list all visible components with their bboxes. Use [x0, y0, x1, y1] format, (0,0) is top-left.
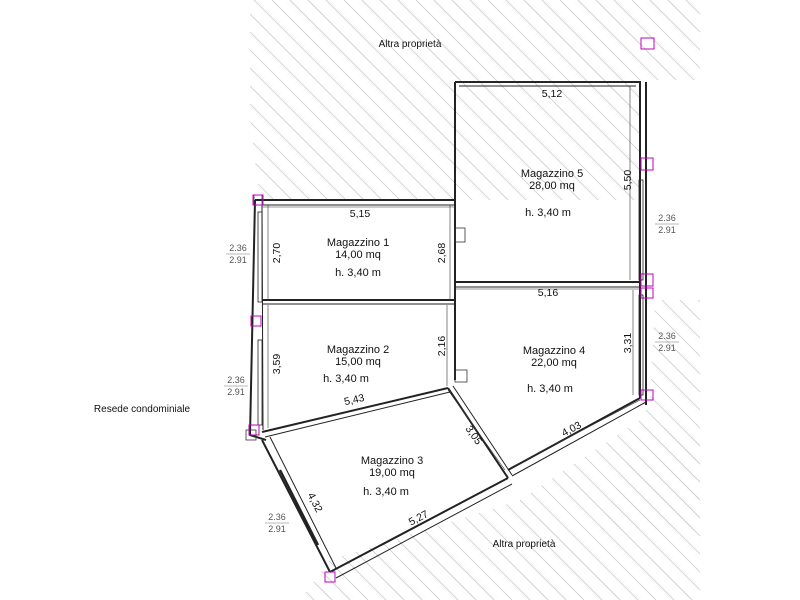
room-area: 14,00 mq	[335, 249, 381, 261]
window-top: 2.91	[658, 225, 676, 235]
dim-m1-width: 5,15	[350, 208, 371, 220]
dim-m1-depth-right: 2,68	[436, 243, 448, 264]
dim-m2-depth-right: 2,16	[436, 336, 448, 357]
room-height: h. 3,40 m	[335, 267, 381, 279]
dim-m5-depth: 5,50	[622, 170, 634, 191]
dim-m4-width: 5,16	[538, 287, 559, 299]
dim-m5-width: 5,12	[542, 88, 563, 100]
window-annotation: 2.36 2.91	[655, 213, 679, 235]
marker-squares	[248, 37, 655, 583]
label-bottom-property: Altra proprietà	[493, 539, 556, 550]
window-annotation: 2.36 2.91	[655, 331, 679, 353]
window-top: 2.91	[229, 255, 247, 265]
room-magazzino-2: Magazzino 2 15,00 mq h. 3,40 m	[323, 344, 389, 385]
window-annotation: 2.36 2.91	[226, 243, 250, 265]
window-annotation: 2.36 2.91	[265, 512, 289, 534]
dimension-labels: 5,12 5,50 5,15 2,70 2,68 5,16 3,31 3,59 …	[271, 88, 634, 528]
room-area: 19,00 mq	[369, 467, 415, 479]
window-sill: 2.36	[268, 512, 286, 522]
room-height: h. 3,40 m	[363, 486, 409, 498]
window-sill: 2.36	[658, 213, 676, 223]
room-name: Magazzino 4	[523, 345, 585, 357]
room-name: Magazzino 5	[521, 168, 583, 180]
window-top: 2.91	[268, 524, 286, 534]
room-area: 22,00 mq	[531, 357, 577, 369]
room-magazzino-1: Magazzino 1 14,00 mq h. 3,40 m	[327, 237, 389, 279]
surroundings-labels: Altra proprietà Resede condominiale Altr…	[94, 39, 556, 550]
dim-m4-depth: 3,31	[622, 333, 634, 354]
dim-m3-right: 3,05	[463, 423, 485, 447]
room-magazzino-5: Magazzino 5 28,00 mq h. 3,40 m	[521, 168, 583, 219]
dim-m1-depth-left: 2,70	[271, 243, 283, 264]
room-area: 15,00 mq	[335, 356, 381, 368]
window-top: 2.91	[658, 343, 676, 353]
window-sill: 2.36	[658, 331, 676, 341]
label-courtyard: Resede condominiale	[94, 404, 191, 415]
room-height: h. 3,40 m	[527, 383, 573, 395]
room-name: Magazzino 1	[327, 237, 389, 249]
room-magazzino-3: Magazzino 3 19,00 mq h. 3,40 m	[361, 455, 423, 498]
room-name: Magazzino 3	[361, 455, 423, 467]
window-annotations: 2.36 2.91 2.36 2.91 2.36 2.91 2.36 2.91 …	[224, 213, 679, 534]
window-annotation: 2.36 2.91	[224, 375, 248, 397]
window-sill: 2.36	[229, 243, 247, 253]
dimension-lines	[262, 81, 641, 471]
window-top: 2.91	[227, 387, 245, 397]
dim-m2-depth-left: 3,59	[271, 354, 283, 375]
room-magazzino-4: Magazzino 4 22,00 mq h. 3,40 m	[523, 345, 585, 395]
room-area: 28,00 mq	[529, 180, 575, 192]
room-height: h. 3,40 m	[323, 373, 369, 385]
label-top-property: Altra proprietà	[379, 39, 442, 50]
room-height: h. 3,40 m	[525, 207, 571, 219]
dim-m2-bottom: 5,43	[343, 392, 366, 408]
room-name: Magazzino 2	[327, 344, 389, 356]
window-sill: 2.36	[227, 375, 245, 385]
